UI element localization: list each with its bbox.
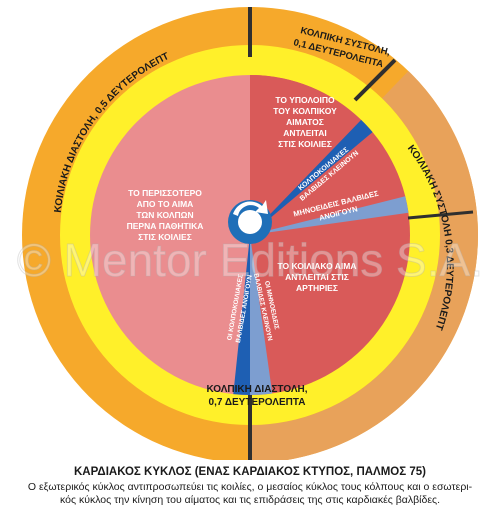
wedge-semilunar-close <box>250 235 273 395</box>
svg-text:ΑΝΤΛΕΙΤΑΙ ΣΤΙΣ: ΑΝΤΛΕΙΤΑΙ ΣΤΙΣ <box>285 272 349 282</box>
wedge-av-valves-close <box>250 119 373 235</box>
svg-text:ΑΡΤΗΡΙΕΣ: ΑΡΤΗΡΙΕΣ <box>296 283 338 293</box>
svg-text:ΤΟ ΠΕΡΙΣΣΟΤΕΡΟ: ΤΟ ΠΕΡΙΣΣΟΤΕΡΟ <box>128 188 202 198</box>
svg-text:ΠΕΡΝΑ ΠΑΘΗΤΙΚΑ: ΠΕΡΝΑ ΠΑΘΗΤΙΚΑ <box>127 221 204 231</box>
caption-line-2: κός κύκλος την κίνηση του αίματος και τι… <box>60 494 440 506</box>
wedge-semilunar-open <box>250 196 409 235</box>
svg-text:ΑΝΤΛΕΙΤΑΙ: ΑΝΤΛΕΙΤΑΙ <box>283 128 327 138</box>
label-rest-of-atrial-blood: ΤΟ ΥΠΟΛΟΙΠΟ ΤΟΥ ΚΟΛΠΙΚΟΥ ΑΙΜΑΤΟΣ ΑΝΤΛΕΙΤ… <box>273 95 337 149</box>
caption-description: Ο εξωτερικός κύκλος αντιπροσωπεύει τις κ… <box>0 481 500 507</box>
cardiac-cycle-diagram: ΚΟΙΛΙΑΚΗ ΔΙΑΣΤΟΛΗ, 0,5 ΔΕΥΤΕΡΟΛΕΠΤΑ ΚΟΙΛ… <box>0 0 483 460</box>
label-most-blood-passive: ΤΟ ΠΕΡΙΣΣΟΤΕΡΟ ΑΠΟ ΤΟ ΑΙΜΑ ΤΩΝ ΚΟΛΠΩΝ ΠΕ… <box>127 188 204 242</box>
svg-text:ΣΤΙΣ ΚΟΙΛΙΕΣ: ΣΤΙΣ ΚΟΙΛΙΕΣ <box>278 139 332 149</box>
svg-text:ΑΙΜΑΤΟΣ: ΑΙΜΑΤΟΣ <box>286 117 324 127</box>
watermark-text: © Mentor Editions S.A. <box>17 234 483 286</box>
caption: ΚΑΡΔΙΑΚΟΣ ΚΥΚΛΟΣ (ΕΝΑΣ ΚΑΡΔΙΑΚΟΣ ΚΤΥΠΟΣ,… <box>0 464 500 507</box>
label-atrial-diastole-2: 0,7 ΔΕΥΤΕΡΟΛΕΠΤΑ <box>209 397 306 408</box>
divider-line-upper-right <box>353 58 397 102</box>
inner-disc-left-half <box>90 75 250 395</box>
wedge-av-valves-open <box>233 235 250 396</box>
svg-text:ΑΠΟ ΤΟ ΑΙΜΑ: ΑΠΟ ΤΟ ΑΙΜΑ <box>137 199 194 209</box>
divider-line-right <box>407 210 474 220</box>
svg-text:ΤΟ ΚΟΙΛΙΑΚΟ ΑΙΜΑ: ΤΟ ΚΟΙΛΙΑΚΟ ΑΙΜΑ <box>277 261 356 271</box>
svg-text:ΤΟ ΥΠΟΛΟΙΠΟ: ΤΟ ΥΠΟΛΟΙΠΟ <box>275 95 335 105</box>
caption-title: ΚΑΡΔΙΑΚΟΣ ΚΥΚΛΟΣ (ΕΝΑΣ ΚΑΡΔΙΑΚΟΣ ΚΤΥΠΟΣ,… <box>74 466 426 478</box>
svg-text:ΤΩΝ ΚΟΛΠΩΝ: ΤΩΝ ΚΟΛΠΩΝ <box>136 210 193 220</box>
inner-sector-rest-of-blood <box>250 75 362 235</box>
label-ventricular-blood-to-arteries: ΤΟ ΚΟΙΛΙΑΚΟ ΑΙΜΑ ΑΝΤΛΕΙΤΑΙ ΣΤΙΣ ΑΡΤΗΡΙΕΣ <box>277 261 356 293</box>
caption-line-1: Ο εξωτερικός κύκλος αντιπροσωπεύει τις κ… <box>27 481 473 493</box>
rotation-arrow-icon <box>233 200 268 216</box>
svg-text:ΣΤΙΣ ΚΟΙΛΙΕΣ: ΣΤΙΣ ΚΟΙΛΙΕΣ <box>138 232 192 242</box>
svg-text:ΤΟΥ ΚΟΛΠΙΚΟΥ: ΤΟΥ ΚΟΛΠΙΚΟΥ <box>273 106 337 116</box>
label-atrial-diastole-1: ΚΟΛΠΙΚΗ ΔΙΑΣΤΟΛΗ, <box>206 384 307 395</box>
center-hub-inner <box>238 210 262 234</box>
outer-ring-ventricular-systole <box>250 70 478 460</box>
